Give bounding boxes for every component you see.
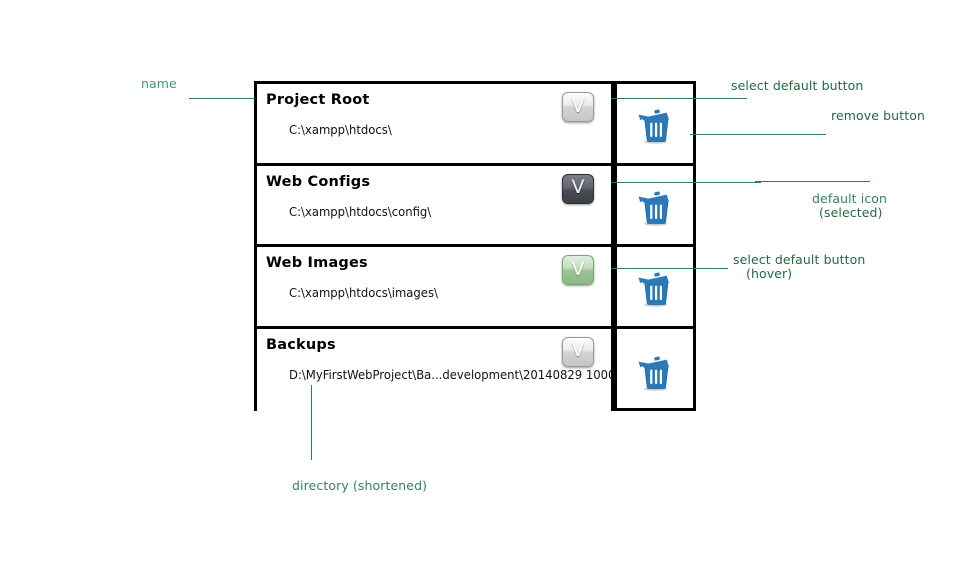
annotation-select-default-button-hover: select default button <box>733 252 866 267</box>
select-default-button[interactable]: V <box>562 255 594 285</box>
remove-buttons-column <box>614 81 696 411</box>
leader-line-remove-button <box>690 134 826 135</box>
select-default-button[interactable]: V <box>562 92 594 122</box>
directory-path-label: C:\xampp\htdocs\images\ <box>289 285 438 300</box>
list-item[interactable]: Project Root C:\xampp\htdocs\ V <box>257 84 611 166</box>
directory-name-label: Web Configs <box>266 173 371 190</box>
trash-icon <box>638 109 669 144</box>
leader-line-select-default-hover <box>611 268 728 269</box>
remove-button[interactable] <box>617 166 693 247</box>
annotation-directory: directory (shortened) <box>292 478 428 493</box>
select-default-button[interactable]: V <box>562 173 594 204</box>
list-item[interactable]: Web Configs C:\xampp\htdocs\config\ V <box>257 165 611 247</box>
directory-name-label: Backups <box>266 336 336 353</box>
remove-button[interactable] <box>617 247 693 329</box>
list-item[interactable]: Web Images C:\xampp\htdocs\images\ V <box>257 247 611 329</box>
leader-line-directory <box>311 385 312 460</box>
annotation-default-icon: default icon <box>812 191 888 206</box>
annotation-remove-button: remove button <box>831 108 925 123</box>
directory-path-label: C:\xampp\htdocs\ <box>289 122 392 137</box>
annotation-select-default-button: select default button <box>731 78 864 93</box>
directory-name-label: Project Root <box>266 92 370 108</box>
directory-name-label: Web Images <box>266 255 368 271</box>
trash-icon <box>638 191 669 226</box>
trash-icon <box>638 356 669 391</box>
trash-icon <box>638 272 669 307</box>
leader-line-name <box>189 98 255 99</box>
project-directories-list: Project Root C:\xampp\htdocs\ V Web Conf… <box>254 81 615 411</box>
annotation-default-icon-sub: (selected) <box>819 205 883 220</box>
select-default-button[interactable]: V <box>562 336 594 367</box>
leader-line-default-icon-a <box>611 182 761 183</box>
annotation-select-default-button-hover-sub: (hover) <box>746 266 793 281</box>
directory-path-label: C:\xampp\htdocs\config\ <box>289 203 432 219</box>
directory-path-label: D:\MyFirstWebProject\Ba...development\20… <box>289 366 616 382</box>
list-item[interactable]: Backups D:\MyFirstWebProject\Ba...develo… <box>257 328 615 411</box>
leader-line-default-icon-b <box>755 181 870 182</box>
remove-button[interactable] <box>617 84 693 166</box>
remove-button[interactable] <box>617 329 693 411</box>
leader-line-select-default-button <box>611 98 747 99</box>
annotation-name: name <box>141 76 177 91</box>
